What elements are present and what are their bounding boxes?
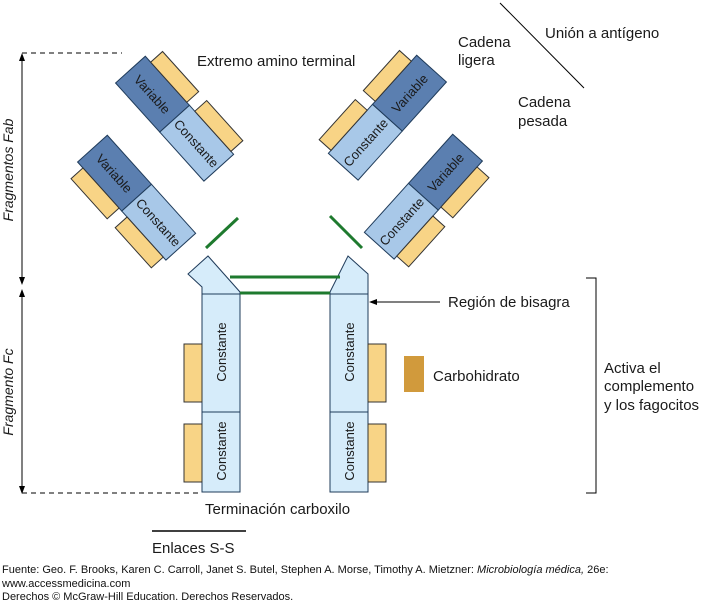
- left-inner-light-chain-lower: [194, 99, 244, 153]
- hinge-pointer-head: [369, 299, 377, 305]
- source-prefix: Fuente: Geo. F. Brooks, Karen C. Carroll…: [2, 564, 478, 576]
- left-fc-upper-label: Constante: [214, 322, 229, 381]
- right-fc-upper-label: Constante: [342, 322, 357, 381]
- right-outer-arm: Constante Variable: [363, 133, 490, 268]
- left-outer-light-chain-upper: [70, 167, 120, 220]
- copyright-line: Derechos © McGraw-Hill Education. Derech…: [2, 591, 294, 603]
- fc-fragment-label: Fragmento Fc: [0, 348, 16, 435]
- light-chain-label-1: Cadena: [458, 34, 511, 51]
- heavy-chain-label-2: pesada: [518, 113, 568, 130]
- fab-arrow-head-top: [19, 53, 25, 61]
- source-footer: Fuente: Geo. F. Brooks, Karen C. Carroll…: [2, 564, 706, 605]
- amino-terminal-label: Extremo amino terminal: [197, 53, 355, 70]
- carboxyl-terminal-label: Terminación carboxilo: [205, 501, 350, 518]
- complement-label-1: Activa el: [604, 360, 661, 377]
- fc-arrow-head-top: [19, 289, 25, 297]
- left-fc-orange-upper: [183, 343, 203, 403]
- antibody-diagram: Constante Constante Constante Constante …: [0, 2, 699, 557]
- carbohydrate-label: Carbohidrato: [433, 368, 520, 385]
- right-heavy-chain-hinge: [329, 255, 369, 295]
- right-inner-light-chain-upper: [362, 49, 413, 103]
- disulfide-bonds: [152, 214, 364, 532]
- complement-label-3: y los fagocitos: [604, 397, 699, 414]
- left-outer-light-chain-lower: [114, 216, 164, 269]
- antigen-binding-line: [499, 2, 585, 89]
- ss-bond-left-arm: [204, 216, 240, 250]
- hinge-region-label: Región de bisagra: [448, 294, 570, 311]
- complement-label-2: complemento: [604, 378, 694, 395]
- left-inner-light-chain-upper: [149, 50, 200, 104]
- right-fc-orange-lower: [367, 423, 387, 483]
- left-fc-orange-lower: [183, 423, 203, 483]
- heavy-chain-label-1: Cadena: [518, 94, 571, 111]
- source-line: Fuente: Geo. F. Brooks, Karen C. Carroll…: [2, 564, 706, 578]
- fab-fragments-label: Fragmentos Fab: [0, 118, 16, 221]
- brackets: [19, 2, 597, 494]
- edition: 26e:: [584, 564, 609, 576]
- right-outer-light-chain-lower: [396, 215, 446, 268]
- complement-bracket: [586, 277, 597, 494]
- right-fc-orange-upper: [367, 343, 387, 403]
- fc-arrow-head-bottom: [19, 486, 25, 494]
- right-inner-arm: Constante Variable: [318, 49, 448, 181]
- carbohydrate-block: [404, 356, 424, 392]
- left-inner-arm: Variable Constante: [114, 50, 244, 182]
- book-title: Microbiología médica,: [477, 564, 585, 576]
- ss-bond-right-arm: [328, 214, 364, 250]
- ss-bonds-label: Enlaces S-S: [152, 540, 235, 557]
- right-fc-lower-label: Constante: [342, 421, 357, 480]
- left-outer-arm: Variable Constante: [70, 134, 197, 269]
- left-fc-lower-label: Constante: [214, 421, 229, 480]
- website-line: www.accessmedicina.com: [2, 577, 131, 590]
- right-fc-constante-lower: [329, 411, 369, 493]
- antigen-binding-label: Unión a antígeno: [545, 25, 659, 42]
- fab-arrow-head-bottom: [19, 277, 25, 285]
- light-chain-label-2: ligera: [458, 52, 495, 69]
- right-outer-light-chain-upper: [440, 166, 490, 219]
- right-inner-light-chain-lower: [318, 98, 368, 152]
- left-fc-constante-lower: [201, 411, 241, 493]
